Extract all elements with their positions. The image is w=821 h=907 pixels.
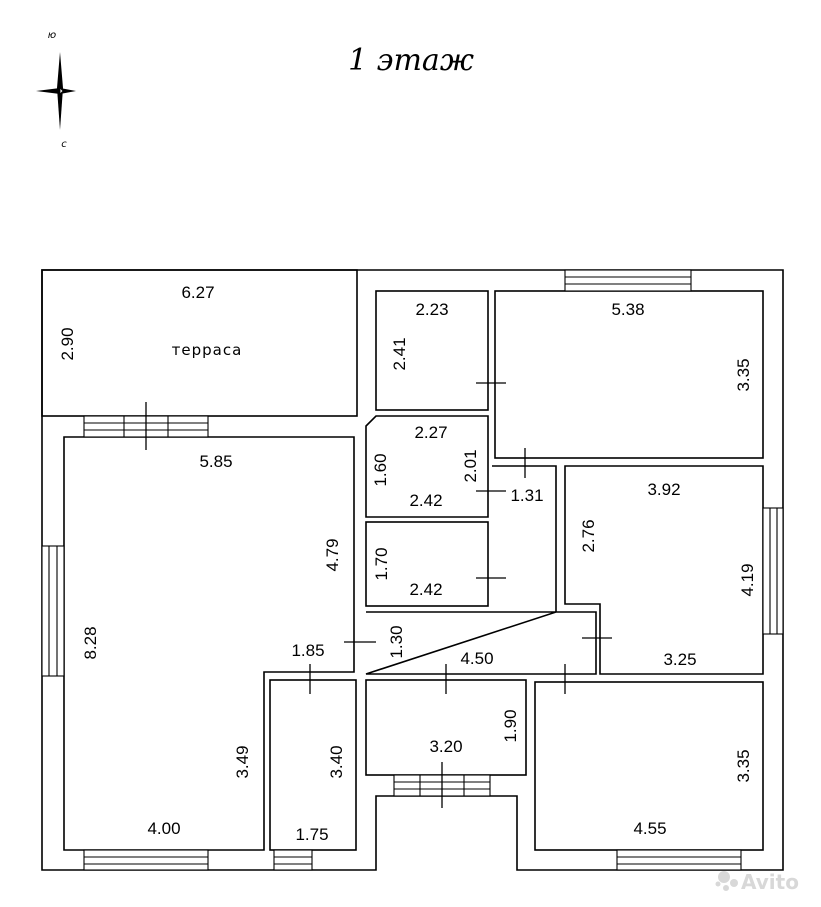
bath-upper-top-label: 2.27: [414, 423, 447, 442]
living-room-outline: [63, 436, 355, 851]
living-bottom-label: 4.00: [147, 819, 180, 838]
living-right-upper-label: 4.79: [323, 538, 342, 571]
small-room-outline: [375, 290, 489, 411]
pantry-width-label: 1.75: [295, 825, 328, 844]
window-living-bottom: [83, 849, 209, 871]
bath-upper-bottom-label: 2.42: [409, 491, 442, 510]
bedroom-mid-right-label: 4.19: [738, 563, 757, 596]
bedroom-mid-top-label: 3.92: [647, 480, 680, 499]
living-right-lower-label: 3.49: [233, 745, 252, 778]
window-top-right: [564, 269, 692, 292]
door-markers: [145, 382, 612, 808]
vestibule-depth-label: 1.90: [501, 709, 520, 742]
hall-length-label: 4.50: [460, 649, 493, 668]
bath-lower-width-label: 2.42: [409, 580, 442, 599]
windows: [41, 269, 784, 871]
vestibule-width-label: 3.20: [429, 737, 462, 756]
compass-icon: [36, 52, 76, 130]
window-pantry-bottom: [273, 849, 313, 871]
living-top-label: 5.85: [199, 452, 232, 471]
terrace-name-label: терраса: [172, 341, 243, 359]
bedroom-top-width-label: 5.38: [611, 300, 644, 319]
pantry-outline: [269, 679, 357, 851]
bedroom-mid-bottom-label: 3.25: [663, 650, 696, 669]
small-room-width-label: 2.23: [415, 300, 448, 319]
bathroom-lower-outline: [365, 521, 489, 607]
living-left-label: 8.28: [81, 626, 100, 659]
terrace-depth-label: 2.90: [58, 327, 77, 360]
bath-upper-left-label: 1.60: [371, 453, 390, 486]
avito-watermark: Avito: [715, 870, 799, 894]
avito-watermark-text: Avito: [741, 870, 799, 894]
bathroom-upper-outline: [365, 415, 489, 518]
hall-outline: [365, 465, 597, 675]
hall-opening-label: 1.31: [510, 486, 543, 505]
hall-height-label: 1.30: [387, 625, 406, 658]
pantry-height-label: 3.40: [327, 745, 346, 778]
compass-north-label: с: [61, 139, 67, 150]
window-living-left: [41, 545, 65, 677]
bedroom-mid-left-label: 2.76: [579, 519, 598, 552]
terrace-width-label: 6.27: [181, 283, 214, 302]
bedroom-bottom-height-label: 3.35: [734, 749, 753, 782]
bath-lower-height-label: 1.70: [372, 547, 391, 580]
bedroom-bottom-width-label: 4.55: [633, 819, 666, 838]
compass-south-label: ю: [48, 30, 56, 41]
small-room-height-label: 2.41: [390, 337, 409, 370]
plan-title: 1 этаж: [348, 43, 474, 78]
living-passage-label: 1.85: [291, 641, 324, 660]
bedroom-top-height-label: 3.35: [734, 358, 753, 391]
bath-upper-right-label: 2.01: [461, 449, 480, 482]
bedroom-mid-outline: [564, 465, 764, 675]
window-right: [762, 507, 784, 635]
window-bedroom-bottom: [616, 849, 742, 871]
